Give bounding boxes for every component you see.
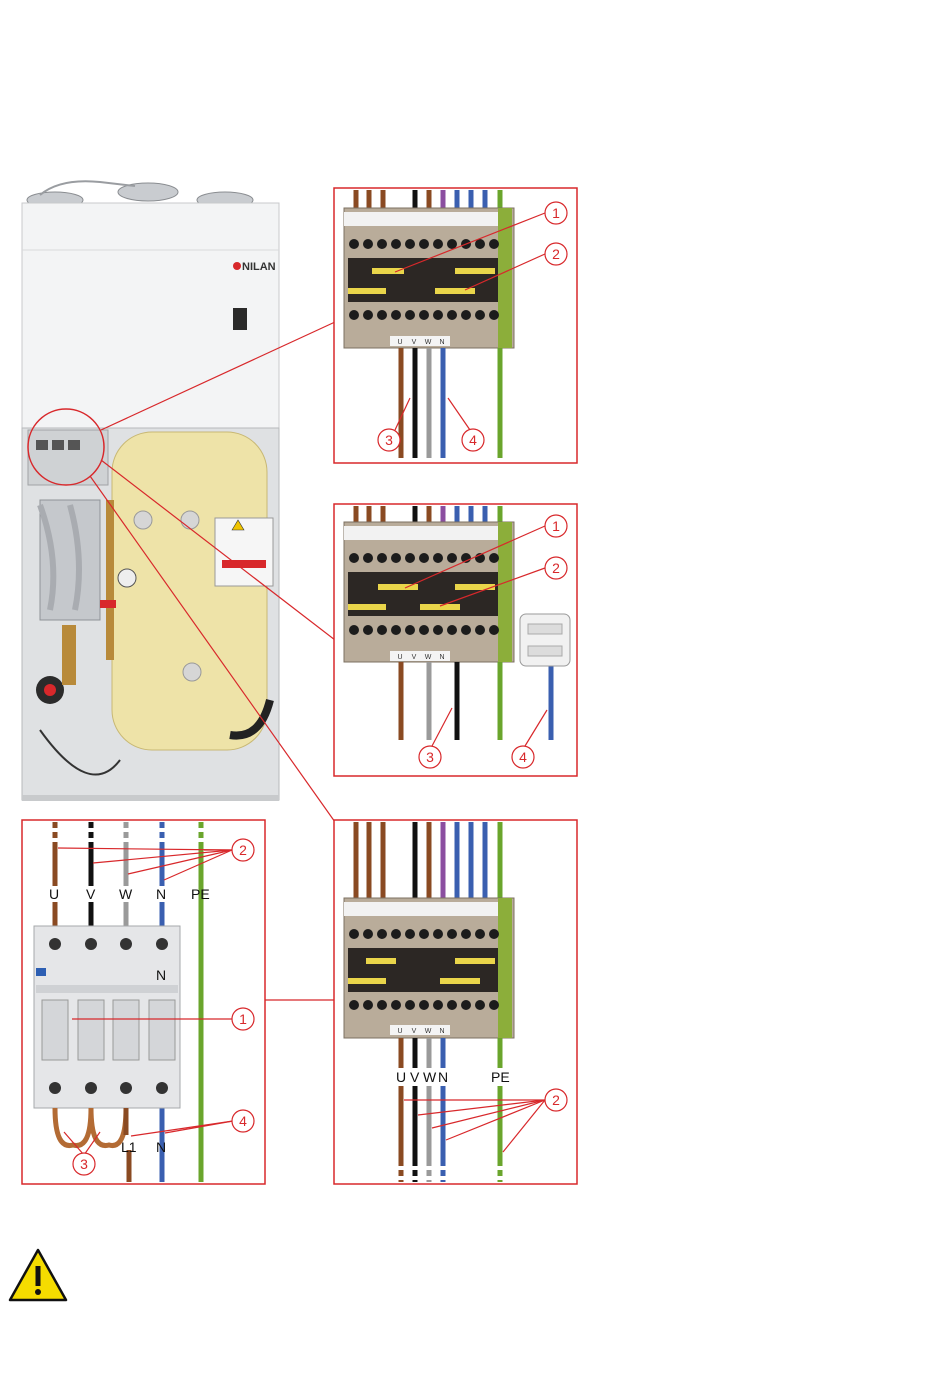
- display-window: [233, 308, 247, 330]
- svg-text:1: 1: [239, 1011, 247, 1027]
- svg-text:W: W: [425, 1028, 432, 1035]
- svg-text:V: V: [412, 1028, 417, 1035]
- brand-logo: NILAN: [242, 261, 276, 273]
- svg-text:N: N: [439, 1028, 444, 1035]
- svg-text:U: U: [397, 654, 402, 661]
- svg-text:PE: PE: [491, 1069, 510, 1085]
- svg-text:V: V: [86, 886, 96, 902]
- svg-text:U: U: [396, 1069, 406, 1085]
- svg-text:U: U: [49, 886, 59, 902]
- svg-text:N: N: [156, 1139, 166, 1155]
- brand-mark-icon: [233, 262, 241, 270]
- svg-text:N: N: [439, 339, 444, 346]
- separate-connector: [520, 614, 570, 666]
- svg-text:4: 4: [519, 749, 527, 765]
- jumper-2: [348, 288, 386, 294]
- svg-text:W: W: [425, 339, 432, 346]
- svg-text:2: 2: [552, 246, 560, 262]
- svg-text:N: N: [156, 886, 166, 902]
- svg-text:2: 2: [239, 842, 247, 858]
- circuit-breaker: N: [34, 926, 180, 1108]
- svg-text:W: W: [425, 654, 432, 661]
- svg-text:N: N: [439, 654, 444, 661]
- svg-text:V: V: [410, 1069, 420, 1085]
- warning-label: [215, 518, 273, 586]
- svg-text:PE: PE: [191, 886, 210, 902]
- panel-1: U V W N 1 2 3 4: [334, 188, 577, 463]
- svg-text:N: N: [156, 967, 166, 983]
- heat-pump-unit: NILAN: [22, 181, 279, 801]
- svg-text:3: 3: [385, 432, 393, 448]
- panel-4: U V W N U V W N PE: [334, 820, 577, 1184]
- svg-text:4: 4: [239, 1113, 247, 1129]
- svg-text:V: V: [412, 339, 417, 346]
- warning-triangle-icon: [10, 1250, 66, 1300]
- svg-text:U: U: [397, 1028, 402, 1035]
- svg-text:3: 3: [80, 1156, 88, 1172]
- hot-water-tank: [112, 432, 267, 750]
- svg-text:2: 2: [552, 560, 560, 576]
- svg-text:N: N: [438, 1069, 448, 1085]
- panel-2: U V W N 1 2 3 4: [334, 504, 577, 776]
- svg-text:4: 4: [469, 432, 477, 448]
- svg-text:L1: L1: [121, 1139, 137, 1155]
- svg-text:3: 3: [426, 749, 434, 765]
- svg-text:W: W: [423, 1069, 437, 1085]
- panel-3: U V W N PE N L1 N: [22, 820, 265, 1184]
- svg-text:1: 1: [552, 205, 560, 221]
- svg-text:2: 2: [552, 1092, 560, 1108]
- svg-text:V: V: [412, 654, 417, 661]
- svg-text:1: 1: [552, 518, 560, 534]
- svg-text:W: W: [119, 886, 133, 902]
- svg-text:U: U: [397, 339, 402, 346]
- jumper-1: [372, 268, 404, 274]
